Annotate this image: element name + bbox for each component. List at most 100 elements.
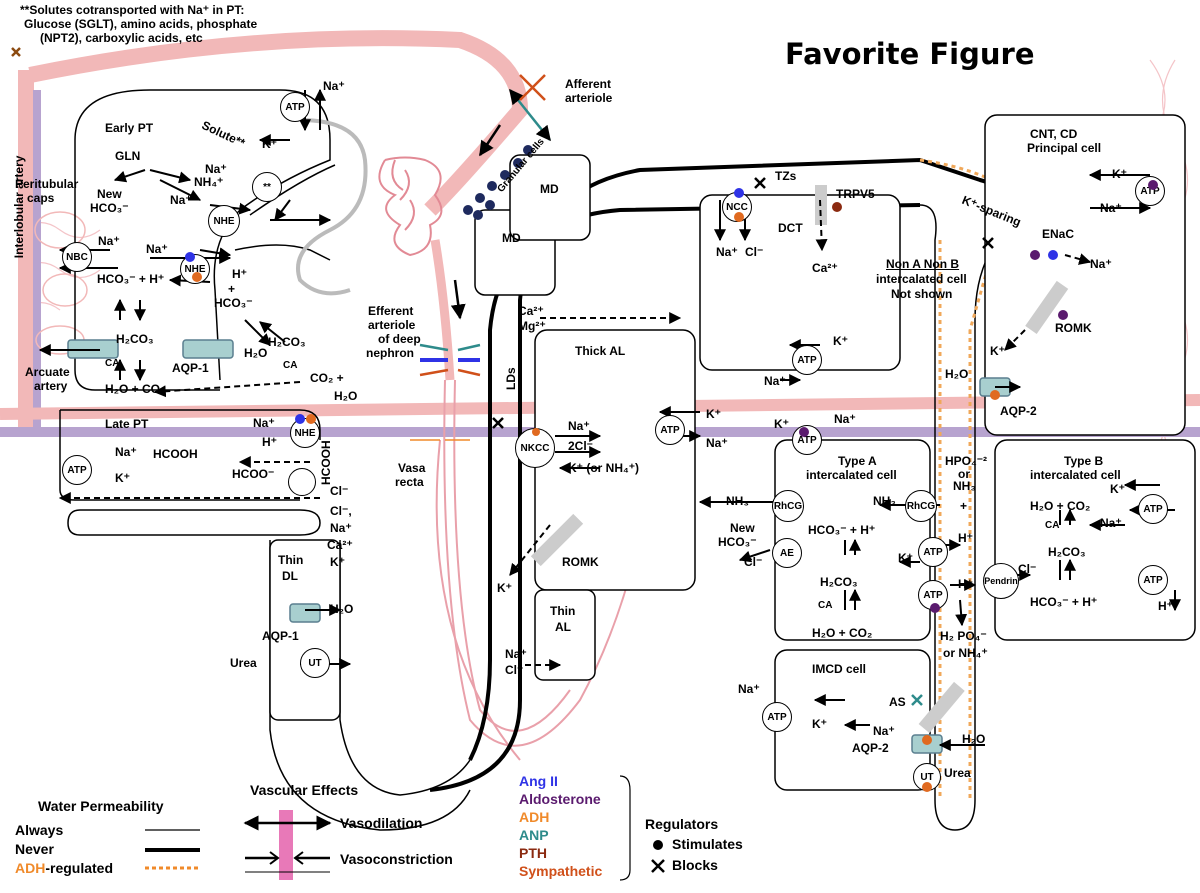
tal-mg: Mg²⁺ (518, 319, 546, 333)
pt-nh4: NH₄⁺ (194, 175, 224, 189)
pt-co2-plus: CO₂ + (310, 371, 344, 385)
block-marks (492, 177, 994, 706)
aqp1-pt-label: AQP-1 (172, 361, 209, 375)
pt-atp-pump: ATP (280, 92, 310, 122)
footnote-line-2: Glucose (SGLT), amino acids, phosphate (24, 17, 258, 31)
blocks-mark (651, 859, 665, 873)
late-hcooh-lumen: HCOOH (319, 440, 333, 485)
non-ab-title-3: Not shown (891, 287, 953, 301)
afferent-label-1: Afferent (565, 77, 612, 91)
cnt-k: K⁺ (1112, 167, 1127, 181)
adh-late-nhe (306, 414, 316, 424)
thin-dl-title-2: DL (282, 569, 298, 583)
dct-atp: ATP (792, 345, 822, 375)
peritubular-caps (34, 211, 88, 355)
adh-stimulates-nkcc (532, 428, 540, 436)
ang2-stimulates-ncc (734, 188, 744, 198)
pt-h2co3-lumen: H₂CO₃ (268, 335, 306, 349)
late-pt-title: Late PT (105, 417, 149, 431)
peritubular-label-2: caps (27, 191, 55, 205)
pt-new-2: HCO₃⁻ (90, 201, 129, 215)
early-pt-title: Early PT (105, 121, 154, 135)
arcuate-label-1: Arcuate (25, 365, 70, 379)
reg-anp: ANP (519, 827, 549, 843)
tal-romk-k: K⁺ (497, 581, 512, 595)
proximal-tubule (59, 89, 336, 536)
pt-h2o-co2: H₂O + CO₂ (105, 382, 166, 396)
pt-h: H⁺ (232, 267, 247, 281)
late-hcooh: HCOOH (153, 447, 198, 461)
right-side-arrows (300, 169, 1181, 751)
type-a-rhcg-basal: RhCG (772, 490, 804, 522)
pt-plus: + (228, 282, 236, 296)
nkcc-2cl: 2Cl⁻ (568, 439, 594, 453)
vasa-label-2: recta (395, 475, 424, 489)
pt-gln: GLN (115, 149, 141, 163)
ang2-stimulates-late-nhe (295, 414, 305, 424)
thin-dl-urea-transporter: UT (300, 648, 330, 678)
legend-adh-regulated: ADH-regulated (15, 860, 113, 876)
glomerulus (378, 156, 443, 257)
pt-na-2: Na⁺ (170, 193, 192, 207)
late-para-2: Na⁺ (330, 521, 352, 535)
type-a-nh3-2: NH₃ (873, 494, 896, 508)
type-a-h2co3: H₂CO₃ (820, 575, 858, 589)
type-a-new-1: New (730, 521, 755, 535)
type-a-hpo4-1: HPO₄⁻² (945, 454, 988, 468)
late-para-4: K⁺ (330, 555, 345, 569)
pt-hco3: HCO₃⁻ (214, 296, 253, 310)
type-b-k: K⁺ (1110, 482, 1125, 496)
reg-sympathetic: Sympathetic (519, 863, 603, 879)
type-a-nh3-1: NH₃ (726, 494, 749, 508)
romk-cd-label: ROMK (1055, 321, 1092, 335)
legend-adh-rest: -regulated (45, 860, 114, 876)
pt-nbc: NBC (62, 242, 92, 272)
legend-blocks: Blocks (672, 857, 718, 873)
type-a-title-1: Type A (838, 454, 877, 468)
type-b-h2co3: H₂CO₃ (1048, 545, 1086, 559)
type-a-h2o-co2: H₂O + CO₂ (812, 626, 873, 640)
efferent-label-2: arteriole (368, 318, 416, 332)
cnt-title-1: CNT, CD (1030, 127, 1078, 141)
aqp2-cd-label: AQP-2 (1000, 404, 1037, 418)
type-a-atp-1: ATP (918, 537, 948, 567)
legend-always: Always (15, 822, 64, 838)
aldo-type-a-atp-2 (930, 603, 940, 613)
type-a-na: Na⁺ (834, 412, 856, 426)
imcd-as: AS (889, 695, 906, 709)
footnote-line-3: (NPT2), carboxylic acids, etc (40, 31, 203, 45)
type-b-hco3-h: HCO₃⁻ + H⁺ (1030, 595, 1098, 609)
gray-pt-tubule (296, 118, 368, 296)
legend-water-title: Water Permeability (38, 798, 164, 814)
type-b-atp-2: ATP (1138, 565, 1168, 595)
type-a-hco3-h: HCO₃⁻ + H⁺ (808, 523, 876, 537)
type-b-atp-1: ATP (1138, 494, 1168, 524)
reg-pth: PTH (519, 845, 547, 861)
type-a-plus: + (960, 499, 968, 513)
adh-imcd-ut (922, 782, 932, 792)
type-b-h: H⁺ (1158, 599, 1173, 613)
non-ab-title-2: intercalated cell (876, 272, 967, 286)
type-a-hpo4-2: or (958, 467, 970, 481)
efferent-arteriole (430, 239, 455, 381)
romk-k: K⁺ (990, 344, 1005, 358)
reg-ang2: Ang II (519, 773, 558, 789)
legend-regulators-title: Regulators (645, 816, 719, 832)
adh-imcd-aqp2 (922, 735, 932, 745)
type-a-k: K⁺ (774, 417, 789, 431)
thin-al-na: Na⁺ (505, 647, 527, 661)
aqp2-imcd-label: AQP-2 (852, 741, 889, 755)
arcuate-label-2: artery (34, 379, 68, 393)
late-atp-na: Na⁺ (115, 445, 137, 459)
pt-nbc-na: Na⁺ (98, 234, 120, 248)
page-title: Favorite Figure (785, 37, 1035, 71)
dct-atp-na: Na⁺ (764, 374, 786, 388)
legend-adh-word: ADH (15, 860, 46, 876)
type-a-new-2: HCO₃⁻ (718, 535, 757, 549)
thick-al-title: Thick AL (575, 344, 626, 358)
legend-vasoconstriction: Vasoconstriction (340, 851, 453, 867)
cd-h2o: H₂O (945, 367, 969, 381)
pt-nhe-apical: NHE (208, 205, 240, 237)
pth-blocks-nhe (192, 272, 202, 282)
nkcc-na: Na⁺ (568, 419, 590, 433)
